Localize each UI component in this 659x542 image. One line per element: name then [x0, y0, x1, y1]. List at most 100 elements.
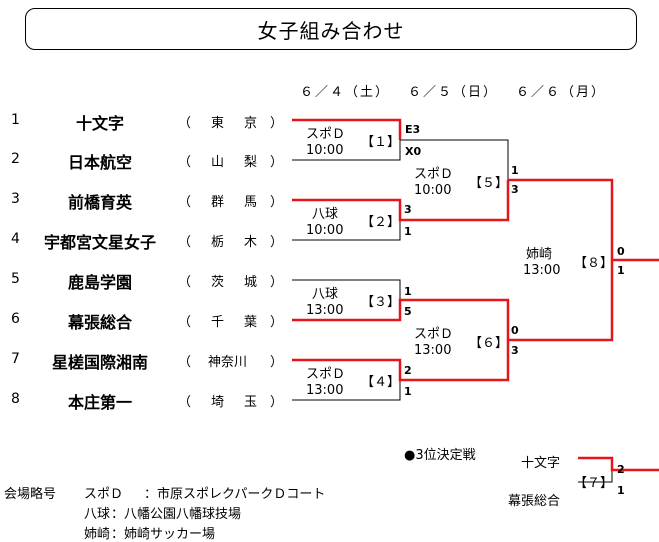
paren-open: （ — [178, 395, 192, 410]
prefecture: 玉 — [244, 395, 258, 410]
team-name: 宇都宮文星女子 — [43, 233, 157, 252]
prefecture: 群 — [211, 195, 225, 210]
winner-line — [508, 178, 659, 262]
match-time: 10:00 — [306, 143, 344, 158]
paren-close: ） — [270, 275, 284, 290]
paren-open: （ — [178, 275, 192, 290]
prefecture: 木 — [244, 235, 258, 250]
bracket-line — [578, 470, 613, 483]
match-score: E3 — [405, 123, 421, 136]
team-number: 4 — [11, 231, 20, 247]
team-name: 鹿島学園 — [67, 273, 133, 292]
team-number: 8 — [11, 391, 20, 407]
legend-abbr: 姉崎 — [84, 527, 111, 542]
match-venue: スポＤ — [414, 167, 454, 182]
bracket-line — [292, 279, 401, 300]
match-time: 13:00 — [523, 263, 561, 278]
match-score: 2 — [404, 364, 412, 377]
date-day3: ６／６（月） — [516, 85, 607, 100]
bracket-line — [292, 380, 401, 401]
match-label: 【７】 — [574, 476, 614, 491]
team-number: 1 — [11, 112, 20, 128]
match-score: 1 — [404, 225, 412, 238]
team-number: 7 — [11, 351, 20, 367]
paren-open: （ — [178, 355, 192, 370]
match-venue: 八球 — [312, 287, 339, 302]
prefecture: 茨 — [211, 275, 225, 290]
prefecture: 栃 — [211, 235, 225, 250]
prefecture: 葉 — [244, 315, 258, 330]
legend-desc: ：姉崎サッカー場 — [111, 527, 216, 542]
paren-open: （ — [178, 195, 192, 210]
third-place-team: 十文字 — [521, 456, 561, 471]
winner-line — [578, 456, 659, 472]
team-name: 本庄第一 — [67, 393, 133, 412]
match-time: 10:00 — [414, 183, 452, 198]
paren-open: （ — [178, 315, 192, 330]
match-score: 3 — [511, 183, 519, 196]
prefecture: 城 — [244, 275, 258, 290]
winner-line — [292, 180, 510, 222]
prefecture: 埼 — [211, 395, 225, 410]
match-label: 【２】 — [361, 215, 401, 230]
paren-open: （ — [178, 235, 192, 250]
paren-open: （ — [178, 155, 192, 170]
match-score: 1 — [404, 285, 412, 298]
paren-close: ） — [270, 116, 284, 131]
paren-close: ） — [270, 235, 284, 250]
bracket-line — [508, 179, 613, 260]
match-venue: スポＤ — [306, 127, 346, 142]
prefecture: 山 — [211, 155, 225, 170]
title-box: 女子組み合わせ — [25, 8, 637, 50]
match-label: 【６】 — [469, 336, 509, 351]
match-time: 13:00 — [306, 303, 344, 318]
legend-desc: ：市原スポレクパークＤコート — [144, 487, 326, 502]
team-number: 6 — [11, 311, 20, 327]
page-title: 女子組み合わせ — [257, 18, 405, 43]
match-label: 【５】 — [469, 176, 509, 191]
match-time: 13:00 — [414, 343, 452, 358]
third-place-team: 幕張総合 — [508, 494, 561, 509]
prefecture: 東 — [211, 116, 225, 131]
date-day1: ６／４（土） — [300, 85, 391, 100]
bracket-line — [292, 220, 401, 241]
match-score: 3 — [511, 344, 519, 357]
match-venue: 八球 — [312, 207, 339, 222]
team-name: 星槎国際湘南 — [51, 353, 149, 372]
match-score: 2 — [617, 463, 625, 476]
winner-line — [292, 118, 402, 140]
match-label: 【４】 — [361, 375, 401, 390]
match-label: 【３】 — [361, 295, 401, 310]
match-score: X0 — [405, 145, 422, 158]
match-venue: スポＤ — [414, 327, 454, 342]
date-day2: ６／５（日） — [408, 85, 499, 100]
prefecture: 京 — [244, 116, 258, 131]
team-number: 5 — [11, 271, 20, 287]
winner-line — [292, 260, 614, 382]
bracket-line — [400, 139, 509, 180]
match-venue: スポＤ — [306, 367, 346, 382]
legend-abbr: スポＤ — [84, 487, 124, 502]
team-name: 十文字 — [75, 114, 125, 133]
legend-heading: 会場略号 — [4, 487, 57, 502]
match-score: 1 — [511, 164, 519, 177]
match-label: 【１】 — [361, 135, 401, 150]
match-score: 1 — [404, 385, 412, 398]
match-score: 0 — [617, 245, 625, 258]
match-score: 1 — [617, 484, 625, 497]
prefecture: 馬 — [244, 195, 258, 210]
team-name: 幕張総合 — [67, 313, 133, 332]
team-name: 日本航空 — [67, 153, 133, 172]
paren-close: ） — [270, 355, 284, 370]
prefecture: 神奈川 — [208, 355, 248, 370]
match-time: 13:00 — [306, 383, 344, 398]
third-place-heading: ●3位決定戦 — [404, 448, 476, 463]
match-score: 1 — [617, 264, 625, 277]
bracket-line — [292, 140, 401, 161]
team-number: 3 — [11, 191, 20, 207]
paren-close: ） — [270, 315, 284, 330]
paren-close: ） — [270, 155, 284, 170]
prefecture: 梨 — [244, 155, 258, 170]
paren-close: ） — [270, 195, 284, 210]
